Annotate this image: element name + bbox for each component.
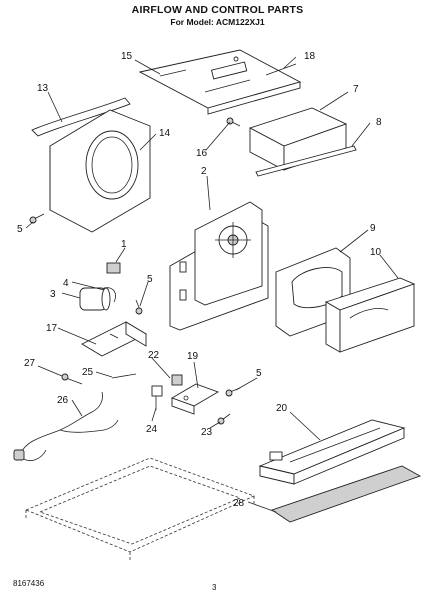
callout-8: 8 (376, 117, 382, 128)
document-number: 8167436 (13, 579, 45, 588)
callout-7: 7 (353, 84, 359, 95)
callout-27: 27 (24, 358, 36, 369)
diagram-header: AIRFLOW AND CONTROL PARTS For Model: ACM… (0, 4, 435, 27)
callout-14: 14 (159, 128, 171, 139)
callout-9: 9 (370, 223, 376, 234)
part-24-connector (151, 385, 163, 410)
leader-lines (25, 56, 399, 513)
model-subtitle: For Model: ACM122XJ1 (170, 17, 265, 27)
part-5-screw-right (225, 387, 241, 397)
callout-5-middle: 5 (147, 274, 153, 285)
callout-2: 2 (201, 166, 207, 177)
part-4-clip (103, 287, 116, 303)
callout-17: 17 (46, 323, 58, 334)
callout-26: 26 (57, 395, 69, 406)
part-7-housing (248, 107, 348, 171)
part-14-shroud (49, 109, 151, 233)
callout-28: 28 (233, 498, 245, 509)
callout-4: 4 (63, 278, 69, 289)
part-17-bracket (81, 321, 147, 357)
part-16-screw (226, 117, 241, 127)
part-20-base-tray (258, 419, 406, 485)
callout-23: 23 (201, 427, 213, 438)
part-22-switch (171, 374, 183, 386)
callout-13: 13 (37, 83, 49, 94)
callout-5-right: 5 (256, 368, 262, 379)
part-2-bracket (169, 201, 269, 331)
part-26-power-cord (13, 391, 119, 462)
diagram-title: AIRFLOW AND CONTROL PARTS (131, 4, 304, 16)
part-18-rod (265, 63, 297, 76)
part-15-top-cover (138, 49, 302, 115)
callout-19: 19 (187, 351, 199, 362)
callout-22: 22 (148, 350, 160, 361)
part-25-rod (111, 373, 137, 379)
part-19-control-plate (170, 383, 220, 415)
part-28-filter-pad (270, 465, 422, 523)
callout-24: 24 (146, 424, 158, 435)
part-5-screw-middle (135, 299, 143, 315)
callout-10: 10 (370, 247, 382, 258)
callout-25: 25 (82, 367, 94, 378)
callout-20: 20 (276, 403, 288, 414)
part-5-screw-left (29, 213, 45, 224)
callout-labels: 15 18 13 7 14 8 16 2 5 1 9 4 5 10 3 17 2… (17, 51, 382, 509)
part-27-screw (61, 373, 83, 385)
part-3-capacitor (79, 287, 111, 311)
page-number: 3 (212, 583, 217, 592)
part-10-panel (324, 277, 416, 353)
callout-16: 16 (196, 148, 208, 159)
callout-15: 15 (121, 51, 133, 62)
callout-5-left: 5 (17, 224, 23, 235)
part-8-bar (255, 145, 357, 177)
base-pan-dashed (24, 457, 256, 562)
part-1-label (106, 262, 121, 274)
callout-1: 1 (121, 239, 127, 250)
callout-3: 3 (50, 289, 56, 300)
callout-18: 18 (304, 51, 316, 62)
